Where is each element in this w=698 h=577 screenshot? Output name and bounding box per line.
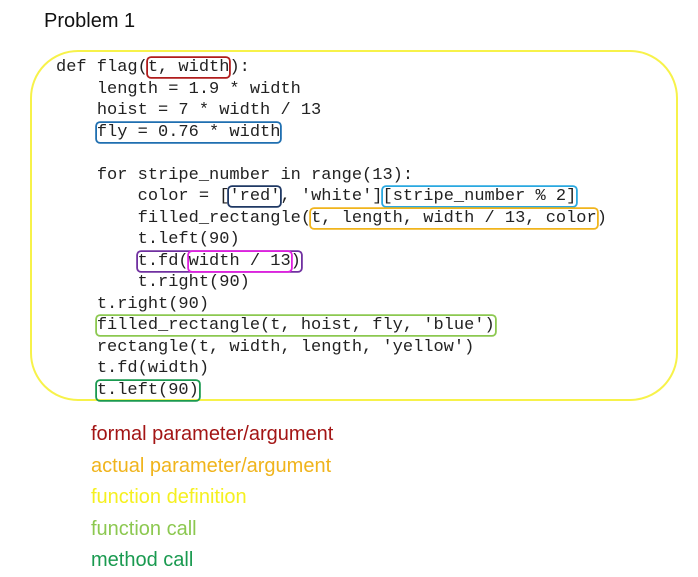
- code-text: t.fd(: [137, 251, 189, 271]
- legend-item: function definition: [91, 486, 247, 508]
- code-line: fly = 0.76 * width: [56, 122, 607, 144]
- code-text: ): [596, 208, 607, 228]
- code-text: ):: [229, 58, 250, 77]
- code-line: filled_rectangle(t, length, width / 13, …: [56, 208, 607, 230]
- highlight-actual: t, length, width / 13, color: [311, 208, 597, 228]
- code-text: rectangle(t, width, length, 'yellow'): [96, 337, 475, 357]
- code-text: for stripe_number in range(13):: [96, 165, 414, 185]
- code-line: t.left(90): [56, 229, 607, 251]
- highlight-method_call: t.left(90): [96, 380, 199, 400]
- legend-item: formal parameter/argument: [91, 423, 334, 445]
- code-text: , 'white']: [280, 187, 383, 206]
- code-text: hoist = 7 * width / 13: [96, 101, 322, 120]
- highlight-navy: 'red': [229, 187, 281, 206]
- code-line: filled_rectangle(t, hoist, fly, 'blue'): [56, 315, 607, 337]
- code-line: t.left(90): [56, 380, 607, 402]
- highlight-blue: fly = 0.76 * width: [96, 122, 281, 142]
- code-text: t.left(90): [137, 230, 240, 249]
- code-line: [56, 143, 607, 165]
- legend: formal parameter/argument actual paramete…: [91, 419, 333, 577]
- problem-title: Problem 1: [44, 10, 136, 32]
- code-line: rectangle(t, width, length, 'yellow'): [56, 337, 607, 359]
- code-line: t.right(90): [56, 272, 607, 294]
- legend-item: actual parameter/argument: [91, 454, 332, 477]
- code-text: ): [290, 251, 301, 271]
- highlight-purple: t.fd(width / 13): [138, 252, 301, 271]
- highlight-function_call: filled_rectangle(t, hoist, fly, 'blue'): [96, 316, 495, 335]
- code-text: t.fd(width): [96, 359, 210, 378]
- code-line: length = 1.9 * width: [56, 79, 607, 101]
- code-text: filled_rectangle(: [137, 208, 312, 228]
- legend-item: method call: [91, 549, 194, 571]
- code-line: for stripe_number in range(13):: [56, 165, 607, 187]
- code-text: t.right(90): [137, 273, 250, 292]
- legend-item: function call: [91, 517, 197, 540]
- code-line: t.right(90): [56, 294, 607, 316]
- code-line: t.fd(width / 13): [56, 251, 607, 273]
- highlight-formal: t, width: [147, 58, 230, 77]
- code-line: def flag(t, width):: [56, 57, 607, 79]
- code-text: length = 1.9 * width: [96, 79, 301, 99]
- highlight-magenta: width / 13: [188, 251, 291, 271]
- code-text: t.right(90): [96, 294, 210, 314]
- code-line: t.fd(width): [56, 358, 607, 380]
- code-text: def flag(: [56, 58, 148, 77]
- code-block: def flag(t, width): length = 1.9 * width…: [56, 57, 607, 401]
- code-line: hoist = 7 * width / 13: [56, 100, 607, 122]
- function-definition-outline: [30, 50, 678, 401]
- highlight-cyan: [stripe_number % 2]: [382, 187, 577, 206]
- code-line: color = ['red', 'white'][stripe_number %…: [56, 186, 607, 208]
- code-text: color = [: [137, 187, 230, 206]
